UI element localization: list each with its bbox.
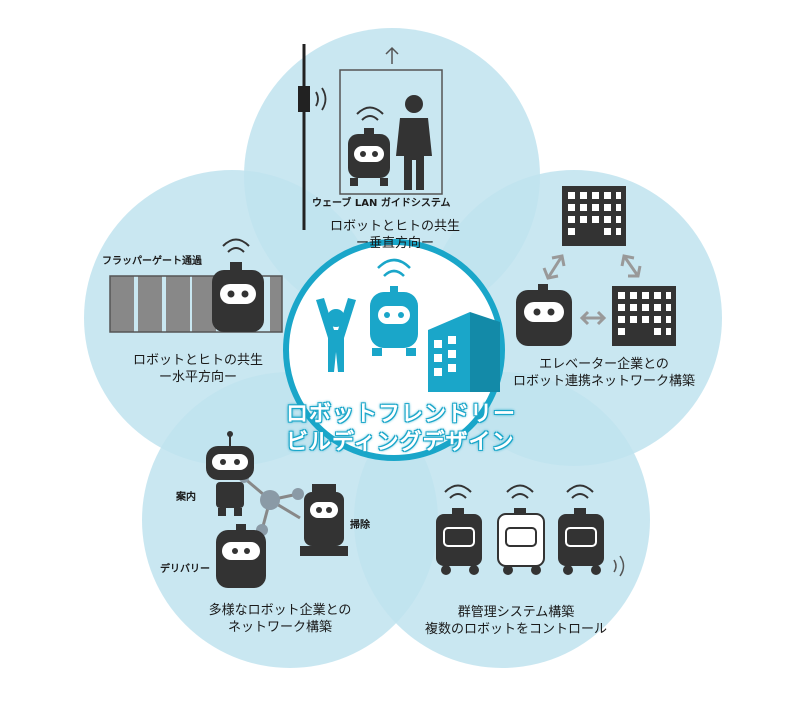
left-caption: ロボットとヒトの共生 ー水平方向ー (118, 352, 278, 386)
right-caption: エレベーター企業との ロボット連携ネットワーク構築 (506, 356, 702, 390)
center-circle (283, 239, 505, 461)
fleet-robot-icon (558, 508, 625, 577)
wifi-icon (356, 106, 384, 121)
right-caption-line2: ロボット連携ネットワーク構築 (512, 374, 695, 389)
fleet-robot-icon (436, 508, 482, 575)
center-title-line2: ビルディングデザイン (286, 430, 515, 455)
center-robot-icon (370, 258, 418, 356)
bottom-right-caption: 群管理システム構築 複数のロボットをコントロール (416, 604, 616, 638)
right-robot-icon (516, 284, 572, 346)
left-caption-line2: ー水平方向ー (158, 370, 237, 385)
tag-delivery: デリバリー (160, 564, 210, 575)
tag-cleaning: 掃除 (350, 520, 370, 531)
bottom-left-caption-line1: 多様なロボット企業との (208, 603, 352, 618)
wifi-icon (444, 484, 594, 499)
fleet-robot-icon (497, 508, 545, 575)
cleaning-robot-icon (300, 484, 348, 556)
guide-robot-icon (206, 431, 254, 516)
bottom-right-caption-line1: 群管理システム構築 (457, 605, 575, 620)
tag-guide: 案内 (176, 492, 196, 503)
elevator-icon (298, 44, 443, 230)
top-caption-line2: ー垂直方向ー (355, 236, 434, 251)
person-raised-arms-icon (316, 298, 356, 372)
building-icon (562, 186, 626, 246)
wifi-icon (222, 238, 250, 253)
top-caption-line1: ロボットとヒトの共生 (329, 219, 460, 234)
person-icon (396, 95, 432, 190)
tag-flapper-gate: フラッパーゲート通過 (102, 256, 202, 267)
building-icon (612, 286, 676, 346)
bottom-left-caption: 多様なロボット企業との ネットワーク構築 (190, 602, 370, 636)
double-arrow-icon (542, 254, 642, 326)
elevator-robot-icon (348, 128, 390, 186)
delivery-robot-icon (216, 524, 266, 588)
center-building-icon (428, 312, 500, 392)
left-caption-line1: ロボットとヒトの共生 (132, 353, 263, 368)
bottom-right-caption-line2: 複数のロボットをコントロール (424, 622, 607, 637)
gate-robot-icon (212, 262, 264, 332)
bottom-left-caption-line2: ネットワーク構築 (227, 620, 332, 635)
top-caption: ロボットとヒトの共生 ー垂直方向ー (300, 218, 490, 252)
tag-wave-lan: ウェーブ LAN ガイドシステム (312, 198, 451, 209)
right-caption-line1: エレベーター企業との (539, 357, 669, 372)
center-title-line1: ロボットフレンドリー (286, 402, 517, 427)
